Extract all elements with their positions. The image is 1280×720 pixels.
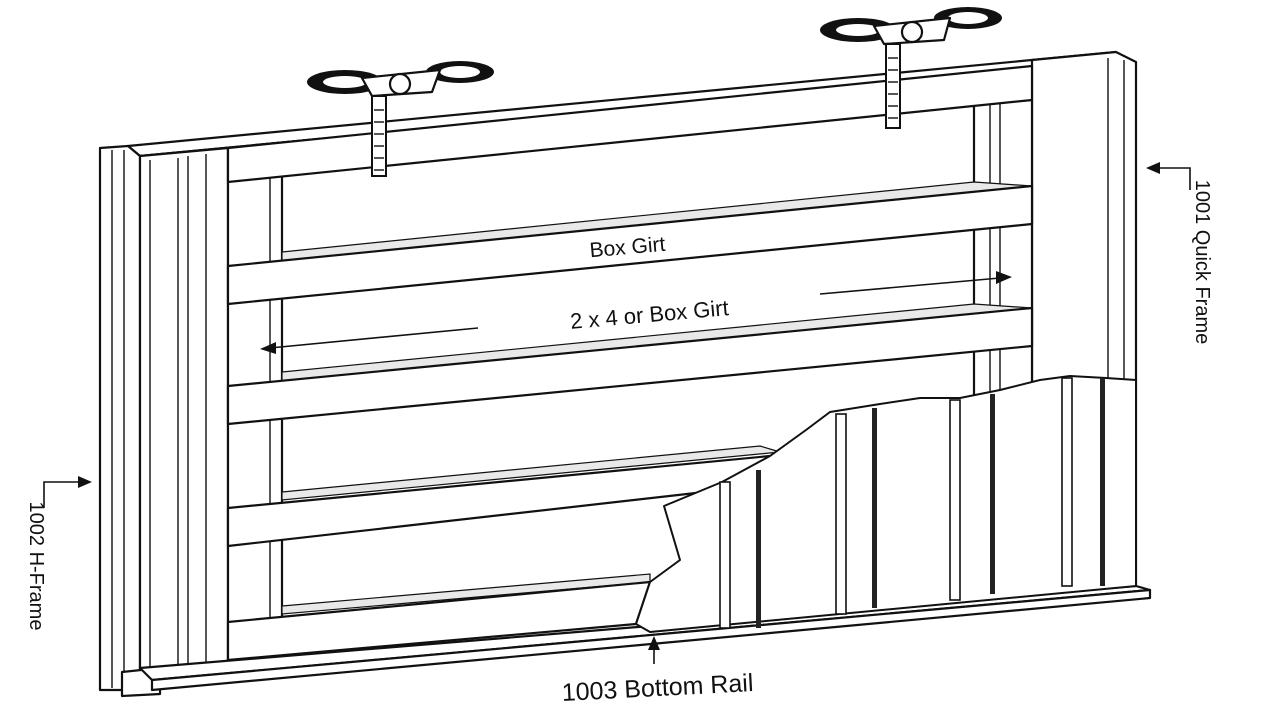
girt-dimension-arrow	[260, 271, 1012, 354]
quick-frame-label: 1001 Quick Frame	[1191, 180, 1213, 345]
hoist-hook-left	[307, 61, 494, 177]
metal-panel	[635, 375, 1137, 633]
hoist-hook-right	[820, 7, 1002, 129]
h-frame-leader	[43, 476, 92, 508]
girt-top	[226, 64, 1034, 184]
girt-2	[226, 181, 1034, 306]
h-frame-column	[98, 144, 230, 698]
quick-frame-leader	[1146, 162, 1191, 190]
bottom-rail-label: 1003 Bottom Rail	[561, 669, 754, 707]
h-frame-label: 1002 H-Frame	[25, 502, 47, 631]
bottom-rail-leader	[648, 636, 660, 664]
girt-option-label: 2 x 4 or Box Girt	[569, 295, 730, 334]
girt-3	[226, 303, 1034, 426]
